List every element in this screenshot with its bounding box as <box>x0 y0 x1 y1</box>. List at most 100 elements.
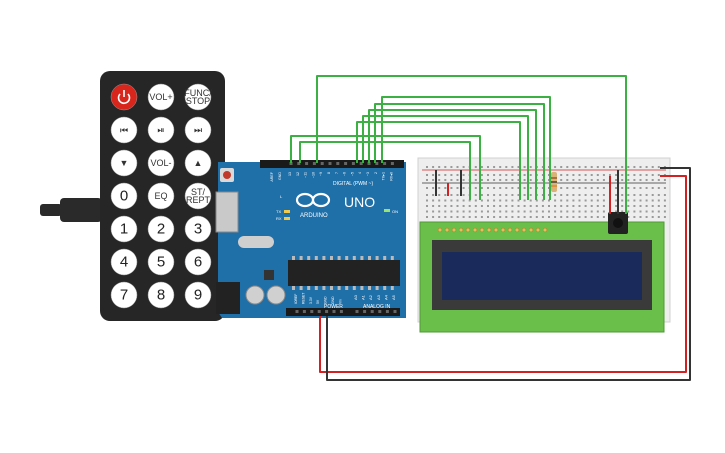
wire-green-4[interactable] <box>362 115 529 200</box>
wire-green-1[interactable] <box>290 135 481 200</box>
wire-red-5v[interactable] <box>319 175 687 373</box>
remote-btn-8-label: 8 <box>157 287 165 304</box>
remote-btn-3-label: 3 <box>194 221 202 238</box>
remote-play-pause-button[interactable]: ⏯ <box>147 116 175 144</box>
digital-pin-label: ~10 <box>311 172 315 178</box>
wire-green-7[interactable] <box>381 96 551 200</box>
aref-label: AREF <box>270 171 274 181</box>
remote-fast-forward-button[interactable]: ⏭ <box>184 116 212 144</box>
remote-btn-0-label: 0 <box>120 188 128 205</box>
remote-btn-1-button[interactable]: 1 <box>110 215 138 243</box>
digital-pin-label: ~3 <box>366 172 370 176</box>
power-pin-label: Vin <box>338 299 342 304</box>
remote-func-stop-button[interactable]: FUNC/STOP <box>184 83 212 111</box>
on-label: ON <box>392 209 398 214</box>
remote-st-rept-label: ST/ <box>191 187 206 197</box>
tx-label: TX <box>276 209 281 214</box>
analog-pin-label: A1 <box>361 294 366 300</box>
digital-pin-label: ~6 <box>343 172 347 176</box>
remote-vol-up-button[interactable]: VOL+ <box>147 83 175 111</box>
remote-func-stop-label2: STOP <box>186 96 210 106</box>
reset-button-cap <box>223 171 231 179</box>
digital-pin-label: 4 <box>358 172 362 174</box>
arduino-model: UNO <box>344 194 375 210</box>
usb-port <box>215 191 239 233</box>
power-pin-label: GND <box>324 296 328 304</box>
breadboard-holes <box>426 166 666 218</box>
remote-st-rept-button[interactable]: ST/REPT <box>184 182 212 210</box>
digital-pin-label: TX▸1 <box>382 172 386 180</box>
wire-green-5[interactable] <box>368 109 537 200</box>
remote-btn-9-button[interactable]: 9 <box>184 281 212 309</box>
crystal <box>238 236 274 248</box>
remote-btn-5-button[interactable]: 5 <box>147 248 175 276</box>
digital-pin-label: 7 <box>335 172 339 174</box>
remote-func-stop-label: FUNC/ <box>184 88 212 98</box>
ir-remote[interactable]: VOL+ FUNC/STOP ⏮ ⏯ ⏭ ▼ VOL- ▲ 0 EQ ST/REPT 1 2 3 4 5 6 7 8… <box>40 71 225 321</box>
remote-btn-4-button[interactable]: 4 <box>110 248 138 276</box>
power-pin-label: 5V <box>316 299 320 304</box>
chip-pins <box>292 256 394 290</box>
arduino-logo <box>295 192 331 208</box>
barrel-jack <box>216 282 240 314</box>
remote-btn-7-label: 7 <box>120 287 128 304</box>
wire-black-gnd[interactable] <box>326 167 691 381</box>
small-chip <box>264 270 274 280</box>
analog-pin-label: A5 <box>391 294 396 300</box>
wire-green-3[interactable] <box>356 121 521 200</box>
arduino-uno-board: ARDUINO UNO DIGITAL (PWM ~) ANALOG IN PO… <box>215 160 406 318</box>
remote-button-grid: VOL+ FUNC/STOP ⏮ ⏯ ⏭ ▼ VOL- ▲ 0 EQ ST/REPT 1 2 3 4 5 6 7 8… <box>110 83 212 309</box>
remote-power-button[interactable] <box>110 83 138 111</box>
analog-pin-label: A3 <box>376 294 381 300</box>
digital-pin-label: 8 <box>327 172 331 174</box>
remote-up-button[interactable]: ▲ <box>184 149 212 177</box>
ir-receiver-lens <box>613 218 623 228</box>
power-pin-label: RESET <box>301 293 305 304</box>
on-led <box>384 209 390 212</box>
remote-btn-7-button[interactable]: 7 <box>110 281 138 309</box>
remote-btn-0-button[interactable]: 0 <box>110 182 138 210</box>
remote-btn-6-button[interactable]: 6 <box>184 248 212 276</box>
digital-pin-label: 13 <box>288 172 292 176</box>
remote-down-label: ▼ <box>120 158 129 168</box>
analog-pin-label: A0 <box>353 294 358 300</box>
remote-play-pause-label: ⏯ <box>157 125 164 135</box>
digital-pin-label: 2 <box>374 172 378 174</box>
remote-btn-2-label: 2 <box>157 221 165 238</box>
remote-btn-9-label: 9 <box>194 287 202 304</box>
remote-st-rept-label2: REPT <box>186 195 211 205</box>
remote-btn-1-label: 1 <box>120 221 128 238</box>
rx-led <box>284 217 290 220</box>
arduino-brand: ARDUINO <box>300 213 328 219</box>
remote-eq-label: EQ <box>154 191 167 201</box>
digital-pin-label: ~11 <box>304 172 308 178</box>
remote-btn-3-button[interactable]: 3 <box>184 215 212 243</box>
remote-rewind-button[interactable]: ⏮ <box>110 116 138 144</box>
tx-led <box>284 210 290 213</box>
atmega-chip <box>288 260 400 286</box>
power-label: POWER <box>324 304 343 310</box>
digital-header <box>260 160 404 168</box>
wire-green-6[interactable] <box>374 103 545 200</box>
wire-green-2[interactable] <box>299 141 471 200</box>
power-analog-header <box>286 308 400 316</box>
remote-down-button[interactable]: ▼ <box>110 149 138 177</box>
remote-vol-down-button[interactable]: VOL- <box>147 149 175 177</box>
remote-eq-button[interactable]: EQ <box>147 182 175 210</box>
remote-btn-5-label: 5 <box>157 254 165 271</box>
remote-btn-2-button[interactable]: 2 <box>147 215 175 243</box>
digital-pin-label: RX◂0 <box>389 172 393 181</box>
digital-pin-label: ~5 <box>350 172 354 176</box>
lcd-16x2 <box>419 221 665 333</box>
capacitor-1 <box>245 285 265 305</box>
remote-btn-6-label: 6 <box>194 254 202 271</box>
gnd-label: GND <box>278 172 282 180</box>
remote-plug-body <box>60 198 102 222</box>
remote-btn-8-button[interactable]: 8 <box>147 281 175 309</box>
lcd-pins <box>437 227 548 233</box>
wire-green-ir[interactable] <box>316 75 627 214</box>
remote-vol-up-label: VOL+ <box>149 92 172 102</box>
analog-label: ANALOG IN <box>363 304 391 310</box>
